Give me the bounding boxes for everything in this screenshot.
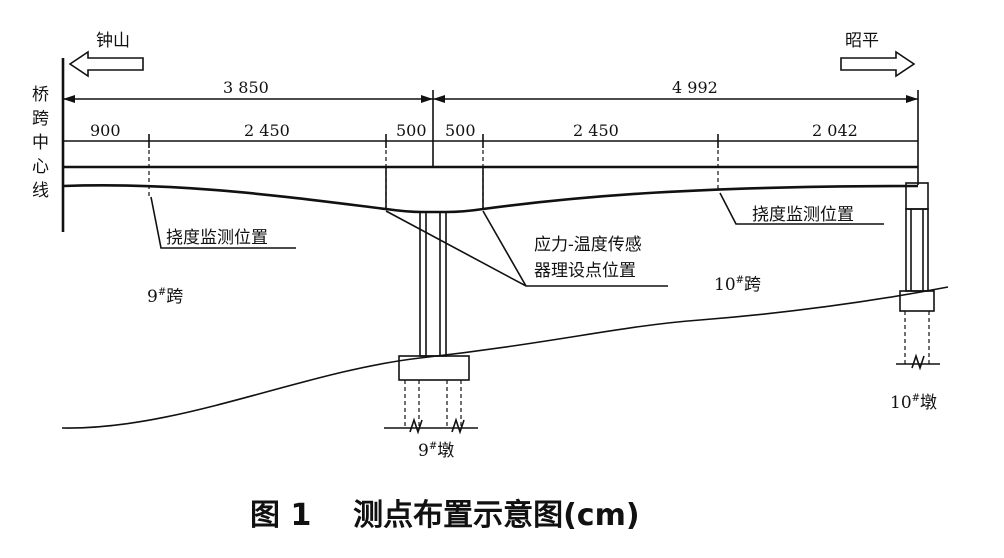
sensor-label-line2: 器理设点位置 <box>534 261 636 281</box>
deflection-monitoring-label-left: 挠度监测位置 <box>166 228 268 248</box>
svg-text:桥: 桥 <box>32 85 49 105</box>
svg-text:线: 线 <box>32 181 49 201</box>
right-direction-arrow <box>840 50 916 78</box>
svg-text:中: 中 <box>32 133 49 153</box>
sub-dimension-line <box>63 134 918 148</box>
dimension-label: 2 042 <box>812 121 858 140</box>
deflection-left-leader <box>150 196 296 249</box>
ground-line <box>61 286 949 429</box>
dimension-label: 500 <box>396 121 427 140</box>
pier10-label: 10#墩 <box>890 393 937 413</box>
span9-label: 9#跨 <box>147 287 183 307</box>
span10-label: 10#跨 <box>714 275 761 295</box>
centerline-label: 桥 跨 中 心 线 <box>32 85 49 201</box>
dimension-label: 2 450 <box>244 121 290 140</box>
svg-text:跨: 跨 <box>32 109 49 129</box>
pier9 <box>384 211 478 435</box>
dimension-label: 900 <box>90 121 121 140</box>
deflection-right-leader <box>719 192 884 225</box>
sensor-label-line1: 应力-温度传感 <box>534 235 642 255</box>
dimension-label: 3 850 <box>223 78 269 97</box>
svg-text:心: 心 <box>32 157 49 177</box>
top-dimension-line <box>63 90 919 185</box>
figure-caption: 图 1 测点布置示意图(cm) <box>250 498 640 533</box>
dimension-label: 2 450 <box>573 121 619 140</box>
right-direction-label: 昭平 <box>845 31 879 51</box>
left-direction-arrow <box>68 50 144 78</box>
pier10 <box>896 182 940 371</box>
pier9-label: 9#墩 <box>418 441 454 461</box>
sensor-leader <box>385 210 668 287</box>
dimension-label: 4 992 <box>672 78 718 97</box>
dimension-label: 500 <box>445 121 476 140</box>
left-direction-label: 钟山 <box>96 31 130 51</box>
deflection-monitoring-label-right: 挠度监测位置 <box>752 205 854 225</box>
